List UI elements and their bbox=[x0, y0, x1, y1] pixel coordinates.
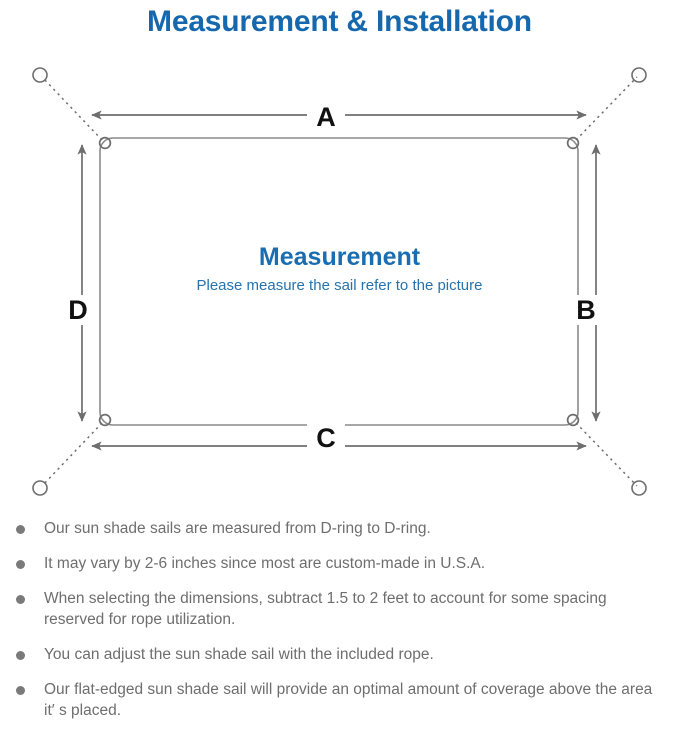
rope-dotted-line-icon bbox=[41, 422, 103, 487]
dimension-label-b: B bbox=[570, 295, 602, 325]
dimension-label-c: C bbox=[307, 423, 345, 453]
d-ring-icon bbox=[566, 413, 580, 427]
dimension-label-d: D bbox=[60, 295, 96, 325]
bullet-icon bbox=[16, 686, 25, 695]
page-title: Measurement & Installation bbox=[147, 5, 532, 38]
d-ring-icon bbox=[98, 413, 112, 427]
list-item: When selecting the dimensions, subtract … bbox=[14, 588, 665, 630]
sail-rectangle-icon bbox=[99, 137, 579, 426]
note-text: Our sun shade sails are measured from D-… bbox=[44, 520, 431, 537]
bullet-icon bbox=[16, 595, 25, 604]
dimension-label-a: A bbox=[307, 102, 345, 132]
anchor-point-icon bbox=[32, 67, 48, 83]
notes-list: Our sun shade sails are measured from D-… bbox=[0, 518, 679, 735]
bullet-icon bbox=[16, 560, 25, 569]
d-ring-icon bbox=[566, 136, 580, 150]
note-text: You can adjust the sun shade sail with t… bbox=[44, 646, 434, 663]
rope-dotted-line-icon bbox=[575, 422, 638, 487]
anchor-point-icon bbox=[631, 67, 647, 83]
list-item: You can adjust the sun shade sail with t… bbox=[14, 644, 665, 665]
note-text: When selecting the dimensions, subtract … bbox=[44, 590, 607, 628]
anchor-point-icon bbox=[32, 480, 48, 496]
rope-dotted-line-icon bbox=[41, 76, 103, 141]
list-item: It may vary by 2-6 inches since most are… bbox=[14, 553, 665, 574]
d-ring-icon bbox=[98, 136, 112, 150]
measurement-diagram: A B C D Measurement Please measure the s… bbox=[0, 44, 679, 514]
note-text: It may vary by 2-6 inches since most are… bbox=[44, 555, 486, 572]
list-item: Our flat-edged sun shade sail will provi… bbox=[14, 679, 665, 721]
anchor-point-icon bbox=[631, 480, 647, 496]
rope-dotted-line-icon bbox=[575, 76, 638, 141]
bullet-icon bbox=[16, 651, 25, 660]
bullet-icon bbox=[16, 525, 25, 534]
note-text: Our flat-edged sun shade sail will provi… bbox=[44, 681, 653, 719]
list-item: Our sun shade sails are measured from D-… bbox=[14, 518, 665, 539]
